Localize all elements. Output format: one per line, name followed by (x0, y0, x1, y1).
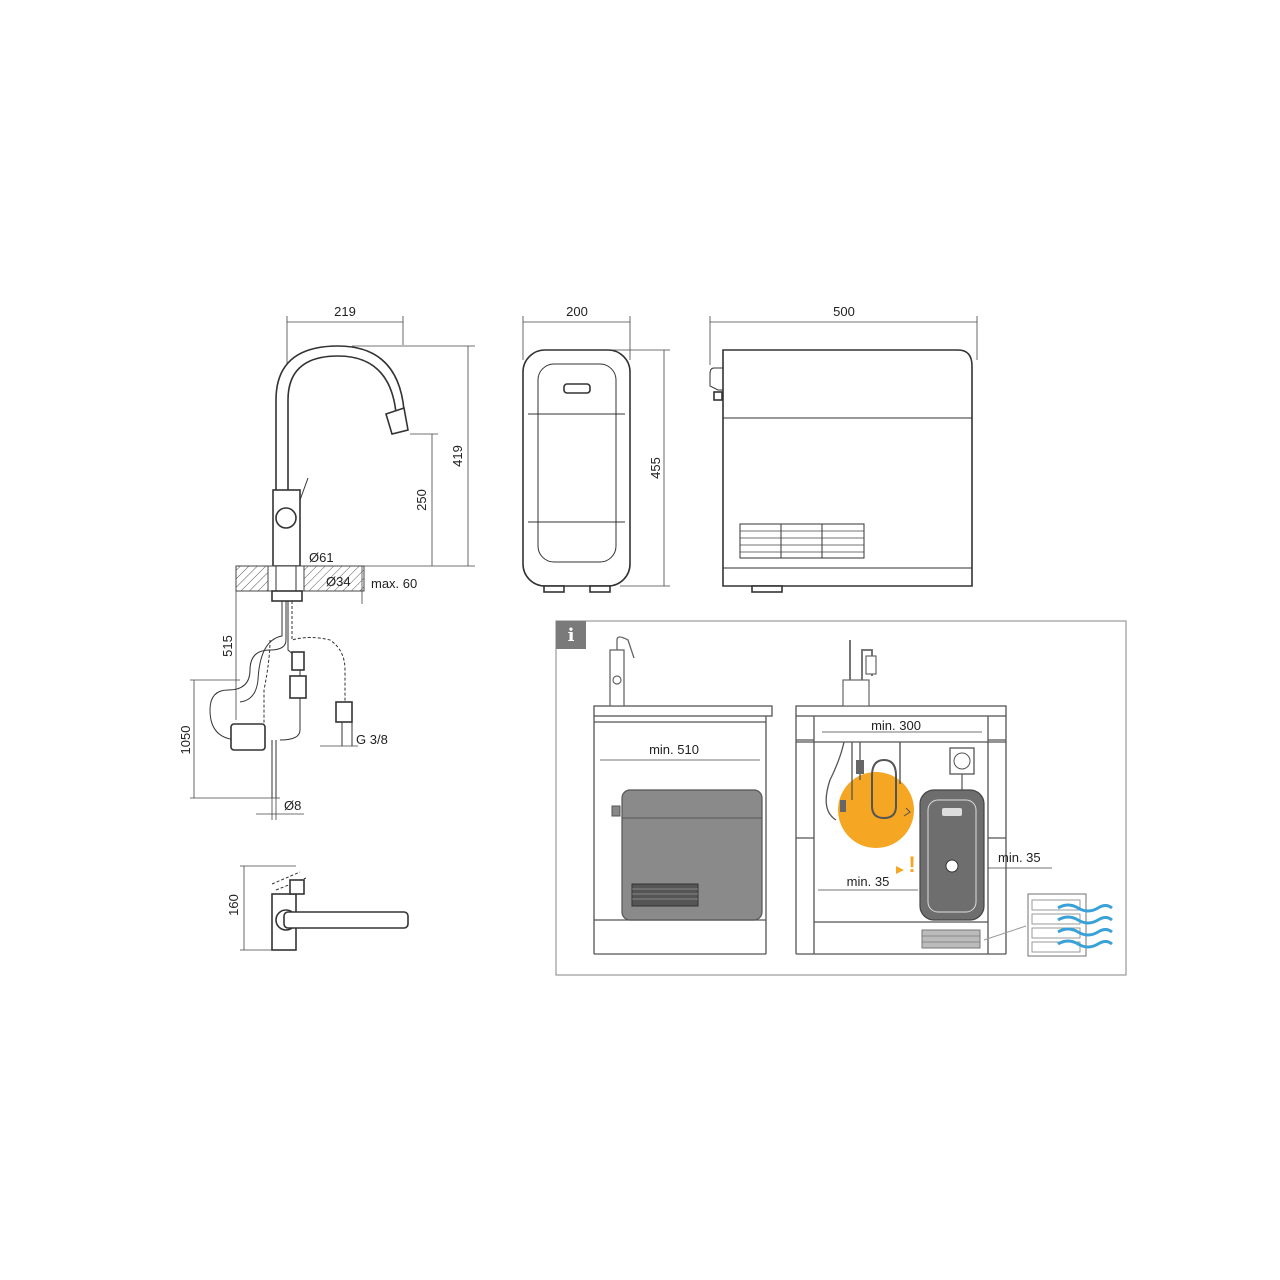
thread-label: G 3/8 (356, 732, 388, 747)
base-diameter-label: Ø61 (309, 550, 334, 565)
boiler-casing (522, 349, 631, 587)
handle-height-label: 160 (226, 894, 241, 916)
cabinet-front-section: min. 300 ! min. 35 (795, 640, 1052, 955)
wall-clearance-label: min. 35 (998, 850, 1041, 865)
warning-icon: ! (908, 852, 915, 877)
faucet-spout (275, 345, 405, 493)
plinth-vent-icon (921, 929, 981, 949)
water-filter (230, 723, 266, 751)
total-hose-label: 1050 (178, 726, 193, 755)
top-view-spout (283, 911, 409, 929)
boiler-grille-icon (631, 883, 699, 907)
boiler-height-label: 455 (648, 457, 663, 479)
boiler-length-label: 500 (833, 304, 855, 319)
airflow-waves-icon (1057, 903, 1113, 949)
cabinet-depth-label: min. 510 (649, 742, 699, 757)
vent-airflow-detail (1027, 893, 1113, 957)
hose-length-label: 515 (220, 635, 235, 657)
boiler-in-cabinet-front (919, 789, 985, 921)
boiler-side-view: 500 (709, 304, 978, 593)
faucet-lever (299, 477, 309, 501)
boiler-width-label: 200 (566, 304, 588, 319)
spout-height-label: 250 (414, 489, 429, 511)
cabinet-width-label: min. 300 (871, 718, 921, 733)
boiler-front-panel (537, 363, 617, 563)
siphon-highlight (838, 772, 914, 848)
faucet-width-label: 219 (334, 304, 356, 319)
faucet-top-view: 160 (226, 865, 409, 951)
faucet-side-view: 219 419 250 Ø61 Ø34 max. 60 515 (178, 304, 475, 820)
boiler-side-casing (722, 349, 973, 587)
hole-diameter-label: Ø34 (326, 574, 351, 589)
max-thickness-label: max. 60 (371, 576, 417, 591)
spray-head (385, 406, 409, 435)
info-badge (556, 621, 586, 649)
ventilation-grille-icon (739, 523, 865, 559)
display-icon (563, 383, 591, 394)
faucet-height-label: 419 (450, 445, 465, 467)
pipe-diameter-label: Ø8 (284, 798, 301, 813)
installation-info-panel: i min. 510 (555, 620, 1127, 976)
side-clearance-label: min. 35 (847, 874, 890, 889)
cabinet-side-section: min. 510 (593, 636, 773, 955)
boiler-front-view: 200 455 (522, 304, 670, 593)
control-knob-icon (275, 507, 297, 529)
info-icon: i (568, 625, 575, 646)
supply-hoses (209, 601, 353, 798)
